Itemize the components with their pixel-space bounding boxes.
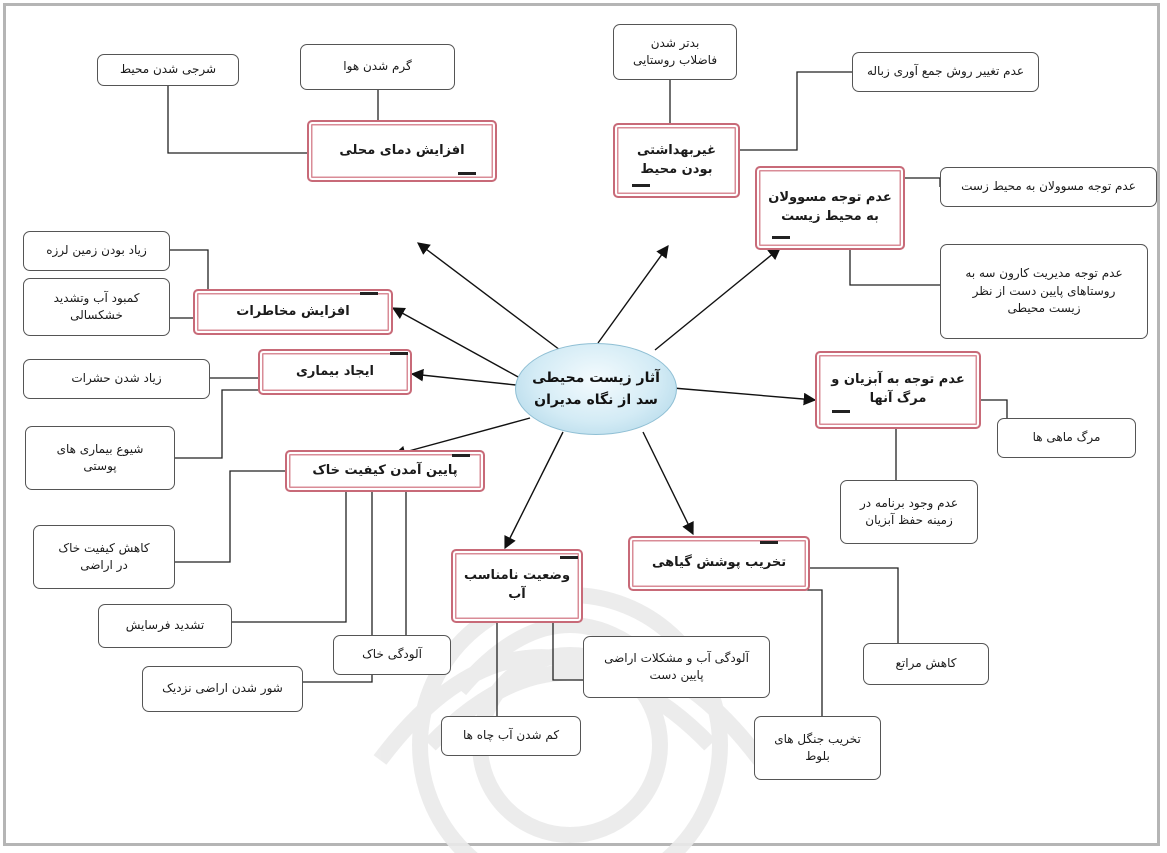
node-marker: [832, 410, 850, 413]
sub-salinization: شور شدن اراضی نزدیک: [142, 666, 303, 712]
sub-fish-death: مرگ ماهی ها: [997, 418, 1136, 458]
node-marker: [760, 541, 778, 544]
node-disease: ایجاد بیماری: [258, 349, 412, 395]
center-topic: آثار زیست محیطی سد از نگاه مدیران: [515, 343, 677, 435]
node-soil-quality: پایین آمدن کیفیت خاک: [285, 450, 485, 492]
node-water-status: وضعیت نامناسب آب: [451, 549, 583, 623]
sub-garbage: عدم تغییر روش جمع آوری زباله: [852, 52, 1039, 92]
sub-oak-forest: تخریب جنگل های بلوط: [754, 716, 881, 780]
sub-pasture: کاهش مراتع: [863, 643, 989, 685]
sub-karun-mgmt: عدم توجه مدیریت کارون سه به روستاهای پای…: [940, 244, 1148, 339]
center-arrows: [391, 242, 817, 550]
node-aquatic-neglect: عدم توجه به آبزیان و مرگ آنها: [815, 351, 981, 429]
sub-soil-pollution: آلودگی خاک: [333, 635, 451, 675]
node-unsanitary: غیربهداشتی بودن محیط: [613, 123, 740, 198]
node-hazards: افزایش مخاطرات: [193, 289, 393, 335]
sub-erosion: تشدید فرسایش: [98, 604, 232, 648]
node-marker: [360, 292, 378, 295]
sub-no-program: عدم وجود برنامه در زمینه حفظ آبزیان: [840, 480, 978, 544]
node-marker: [560, 556, 578, 559]
sub-salinity: شرجی شدن محیط: [97, 54, 239, 86]
node-marker: [632, 184, 650, 187]
sub-drought: کمبود آب وتشدید خشکسالی: [23, 278, 170, 336]
node-marker: [458, 172, 476, 175]
sub-soil-decline: کاهش کیفیت خاک در اراضی: [33, 525, 175, 589]
node-vegetation: تخریب پوشش گیاهی: [628, 536, 810, 591]
sub-village-sewage: بدتر شدن فاضلاب روستایی: [613, 24, 737, 80]
sub-insects: زیاد شدن حشرات: [23, 359, 210, 399]
sub-earthquake: زیاد بودن زمین لرزه: [23, 231, 170, 271]
node-marker: [452, 454, 470, 457]
node-marker: [390, 352, 408, 355]
sub-water-pollution: آلودگی آب و مشکلات اراضی پایین دست: [583, 636, 770, 698]
sub-wells: کم شدن آب چاه ها: [441, 716, 581, 756]
node-local-warming: افزایش دمای محلی: [307, 120, 497, 182]
sub-air-warming: گرم شدن هوا: [300, 44, 455, 90]
sub-officials-env: عدم توجه مسوولان به محیط زست: [940, 167, 1157, 207]
sub-skin-disease: شیوع بیماری های پوستی: [25, 426, 175, 490]
node-marker: [772, 236, 790, 239]
